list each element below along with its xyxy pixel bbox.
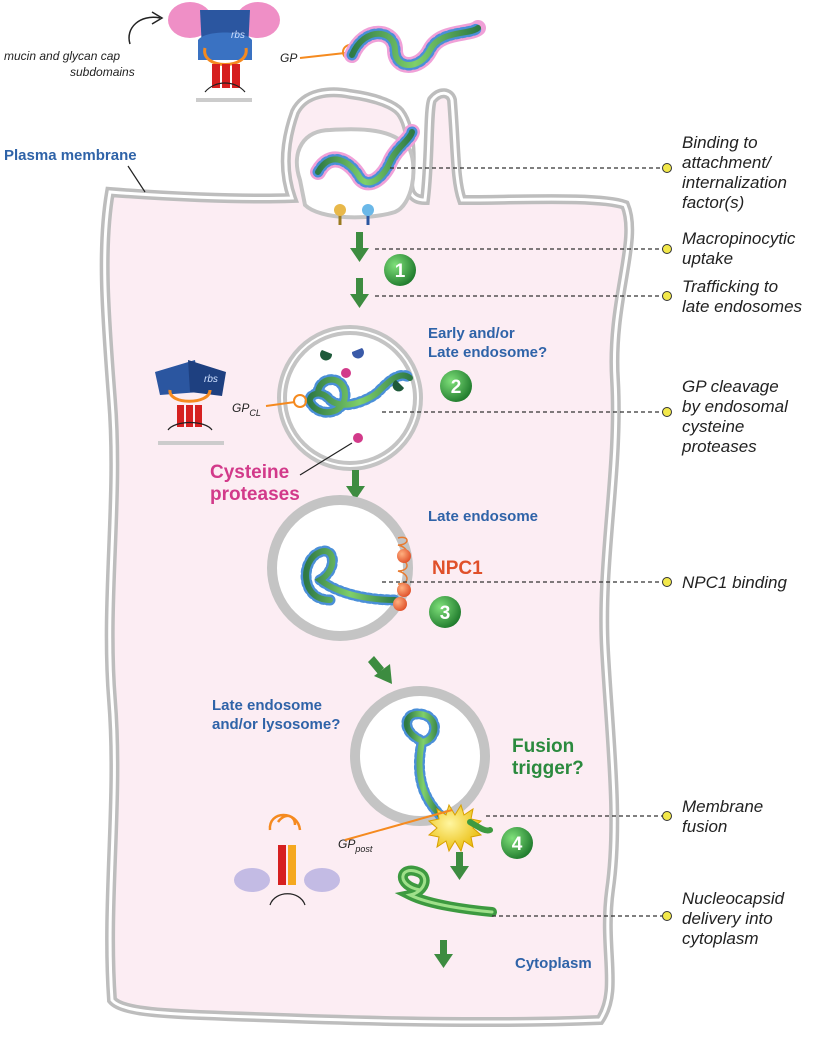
annotation-npc1: NPC1 binding (682, 573, 787, 592)
step-4-circle (501, 827, 533, 859)
annotation-binding: Binding to attachment/ internalization f… (682, 133, 792, 212)
cysteine-label-2: proteases (210, 484, 300, 505)
gp-post-sub: post (354, 844, 373, 854)
step-1-circle (384, 254, 416, 286)
arrows-step1 (350, 232, 369, 308)
late-endosome-label: Late endosome (428, 508, 538, 525)
late-lyso-label-2: and/or lysosome? (212, 716, 340, 733)
gp-virion: GP (280, 20, 486, 73)
annotation-binding-l3: internalization (682, 173, 787, 192)
step-3-label: 3 (440, 603, 451, 624)
step-3-circle (429, 596, 461, 628)
late-lyso-label-1: Late endosome (212, 697, 322, 714)
gp-label: GP (280, 51, 297, 65)
gp-post-main: GP (338, 837, 355, 851)
annotation-delivery-l2: delivery into (682, 909, 773, 928)
gp-cl-main: GP (232, 401, 249, 415)
annotation-fusion-l2: fusion (682, 817, 727, 836)
gp-cl-sub: CL (249, 408, 261, 418)
annotation-binding-l4: factor(s) (682, 193, 744, 212)
annotation-cleavage-l2: by endosomal (682, 397, 789, 416)
annotation-dots (662, 163, 672, 921)
annotation-cleavage-l4: proteases (681, 437, 757, 456)
cysteine-label-1: Cysteine (210, 462, 289, 483)
step-4-label: 4 (512, 834, 523, 855)
gp-post-icon (234, 813, 340, 906)
annotation-fusion-l1: Membrane (682, 797, 763, 816)
annotation-npc1-l1: NPC1 binding (682, 573, 787, 592)
early-late-label-2: Late endosome? (428, 344, 547, 361)
annotation-uptake: Macropinocytic uptake (682, 229, 800, 268)
gp-cl-trimer-icon: rbs (155, 360, 226, 445)
gp-post-label: GPpost (338, 837, 373, 854)
rbs-label-top: rbs (231, 30, 245, 41)
annotation-delivery: Nucleocapsid delivery into cytoplasm (682, 889, 789, 948)
virion-bound (310, 124, 420, 225)
early-late-label-1: Early and/or (428, 325, 515, 342)
arrow-step4 (434, 852, 469, 968)
arrow-step2 (346, 470, 365, 500)
annotation-binding-l1: Binding to (682, 133, 758, 152)
step-2-label: 2 (451, 377, 462, 398)
annotation-cleavage-l1: GP cleavage (682, 377, 779, 396)
arrow-step3 (368, 656, 392, 684)
mucin-label: mucin and glycan cap (4, 49, 120, 63)
gp-cl-label: GPCL (232, 401, 261, 418)
mucin-pointer-arrow (128, 16, 161, 45)
cytoplasm-label: Cytoplasm (515, 955, 592, 972)
annotation-cleavage-l3: cysteine (682, 417, 744, 436)
fusion-label-1: Fusion (512, 736, 574, 757)
leader-lines (375, 167, 663, 917)
step-2-circle (440, 370, 472, 402)
rbs-label-mid: rbs (204, 374, 218, 385)
annotation-delivery-l3: cytoplasm (682, 929, 759, 948)
annotation-trafficking-l1: Trafficking to (682, 277, 778, 296)
npc1-label: NPC1 (432, 558, 483, 579)
annotation-cleavage: GP cleavage by endosomal cysteine protea… (681, 377, 793, 456)
annotation-binding-l2: attachment/ (682, 153, 773, 172)
annotation-uptake-l2: uptake (682, 249, 733, 268)
late-endosome (267, 495, 413, 641)
step-1-label: 1 (395, 261, 406, 282)
annotation-delivery-l1: Nucleocapsid (682, 889, 785, 908)
annotation-trafficking: Trafficking to late endosomes (682, 277, 803, 316)
fusion-label-2: trigger? (512, 758, 584, 779)
gp-trimer-icon: rbs (168, 2, 280, 102)
plasma-membrane-label: Plasma membrane (4, 147, 137, 164)
lysosome (350, 686, 493, 853)
annotation-trafficking-l2: late endosomes (682, 297, 803, 316)
mucin-label-2: subdomains (70, 65, 135, 79)
early-endosome (277, 325, 423, 471)
annotation-fusion: Membrane fusion (682, 797, 768, 836)
annotation-uptake-l1: Macropinocytic (682, 229, 796, 248)
cysteine-protease-dot (353, 433, 363, 443)
